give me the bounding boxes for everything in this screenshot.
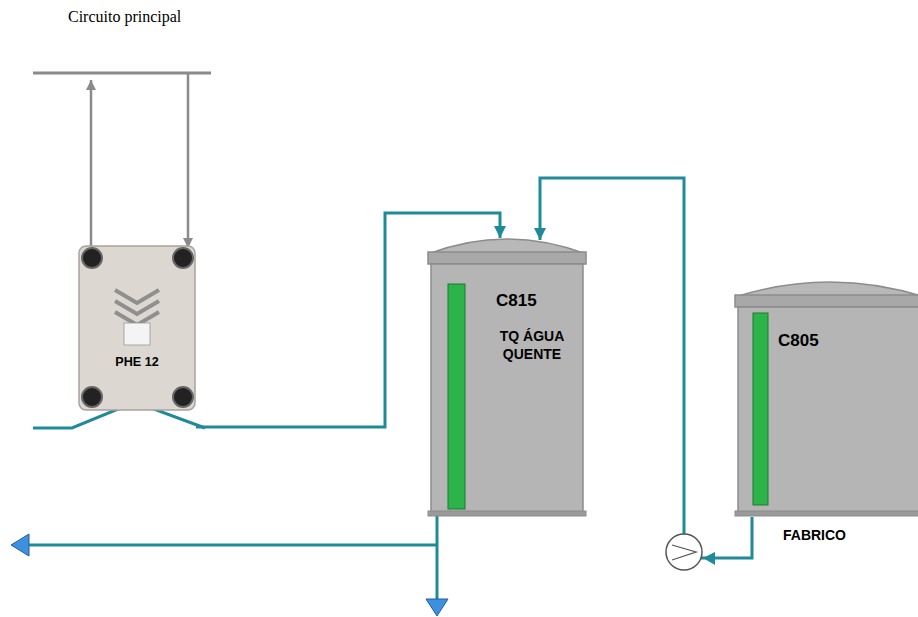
tank-flange	[735, 295, 918, 307]
outlet-line	[28, 544, 437, 547]
equipment-tag: PHE 12	[78, 355, 196, 371]
equipment-tag: C805	[778, 330, 848, 351]
production-tank: C805	[735, 275, 918, 517]
exchanger-port	[173, 248, 193, 268]
exchanger-body	[79, 246, 195, 410]
equipment-description: TQ ÁGUA QUENTE	[484, 328, 580, 363]
level-indicator	[753, 313, 768, 505]
stream-label: FABRICO	[783, 527, 846, 543]
level-indicator	[448, 284, 465, 509]
tank-flange	[428, 252, 586, 264]
hot-water-tank: C815 TQ ÁGUA QUENTE	[428, 232, 586, 517]
supply-line	[90, 80, 93, 252]
plate-chevron	[115, 301, 159, 314]
heat-exchanger: PHE 12	[78, 245, 196, 435]
node-outline	[735, 275, 918, 517]
outlet-arrow	[11, 534, 29, 556]
equipment-tag: C815	[496, 290, 576, 311]
exchanger-port	[82, 387, 102, 407]
main-circuit-header	[33, 72, 211, 75]
circuit-label: Circuito principal	[68, 8, 181, 26]
tank-body	[738, 307, 918, 513]
pump-symbol	[666, 534, 702, 570]
name-plate	[124, 323, 150, 345]
return-line	[187, 74, 190, 248]
pump-symbol	[672, 545, 696, 560]
drain-arrow	[426, 599, 448, 616]
node-outline	[428, 232, 586, 517]
exchanger-port	[173, 387, 193, 407]
drain-line	[436, 515, 439, 600]
tank-base	[735, 511, 918, 516]
tank-body	[431, 264, 583, 513]
pump-inlet-arrow	[703, 552, 715, 565]
tank-base	[428, 511, 586, 516]
plate-chevron	[115, 290, 159, 303]
exchanger-port	[82, 248, 102, 268]
node-outline	[78, 245, 196, 435]
